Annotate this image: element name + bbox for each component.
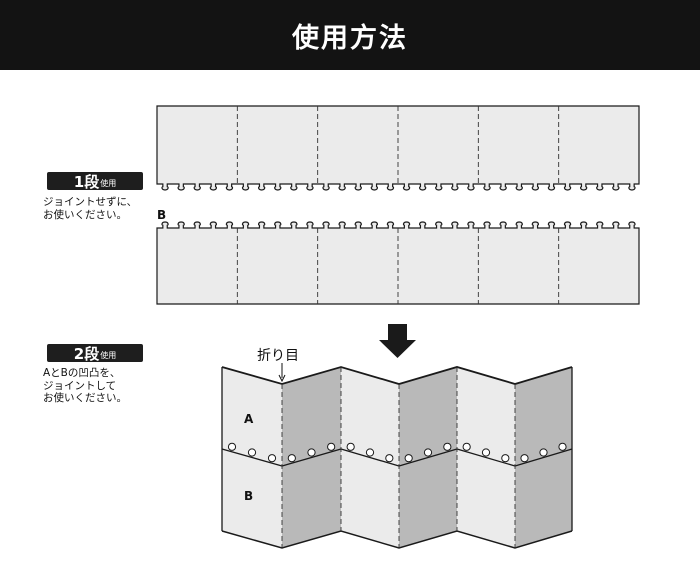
top-mat-fold-lines	[236, 106, 560, 184]
joint-tab	[346, 442, 355, 451]
joint-tab	[247, 448, 257, 457]
joint-tab	[287, 454, 296, 463]
step2-note: AとBの凹凸を、 ジョイントして お使いください。	[43, 367, 127, 404]
joint-seam	[514, 448, 573, 467]
joint-tab	[539, 448, 548, 457]
joint-tab	[481, 448, 491, 457]
fold-pointer-icon	[278, 363, 286, 383]
stack-panel	[515, 367, 572, 548]
step1-badge: 1段 使用	[47, 172, 143, 191]
stack-top-edge	[221, 366, 573, 385]
joint-tab	[327, 442, 336, 451]
joint-tab	[423, 448, 433, 457]
folded-stack	[221, 366, 573, 549]
step2-label-b: B	[244, 489, 253, 503]
step2-badge: 2段 使用	[47, 344, 143, 363]
joint-seam	[221, 448, 283, 467]
bottom-mat-outline	[156, 221, 640, 305]
page-title: 使用方法	[292, 22, 408, 54]
joint-seam	[281, 448, 342, 467]
joint-tab	[558, 442, 567, 451]
step1-label-b: B	[157, 208, 166, 222]
step1-note: ジョイントせずに、 お使いください。	[43, 196, 138, 221]
joint-seam	[398, 448, 458, 467]
step2-suffix: 使用	[100, 350, 117, 360]
joint-tab	[365, 448, 375, 457]
stack-panel	[341, 367, 399, 548]
joint-tab	[501, 454, 510, 463]
joint-tab	[443, 442, 452, 451]
joint-tab	[462, 442, 471, 451]
stack-panel	[222, 367, 282, 548]
stack-bottom-edge	[221, 530, 573, 549]
joint-seam	[340, 448, 400, 467]
bottom-mat-fold-lines	[236, 228, 560, 304]
step2-number: 2段	[73, 344, 100, 363]
step1-suffix: 使用	[100, 178, 117, 188]
step2-label-a: A	[244, 412, 254, 426]
joint-tab	[520, 454, 529, 463]
joint-tab	[404, 454, 413, 463]
top-mat-outline	[156, 105, 640, 191]
joint-seam	[456, 448, 516, 467]
top-mat	[156, 105, 640, 191]
joint-tab	[267, 454, 277, 463]
joint-tab	[227, 442, 237, 451]
joint-tab	[307, 448, 316, 457]
stack-panel	[399, 367, 457, 548]
step1-number: 1段	[73, 172, 100, 191]
fold-label: 折り目	[257, 348, 299, 364]
joint-tab	[385, 454, 394, 463]
stack-panel	[282, 367, 341, 548]
down-arrow-icon	[379, 324, 416, 358]
page-header: 使用方法	[0, 0, 700, 70]
stack-panel	[457, 367, 515, 548]
bottom-mat: B	[156, 208, 640, 305]
